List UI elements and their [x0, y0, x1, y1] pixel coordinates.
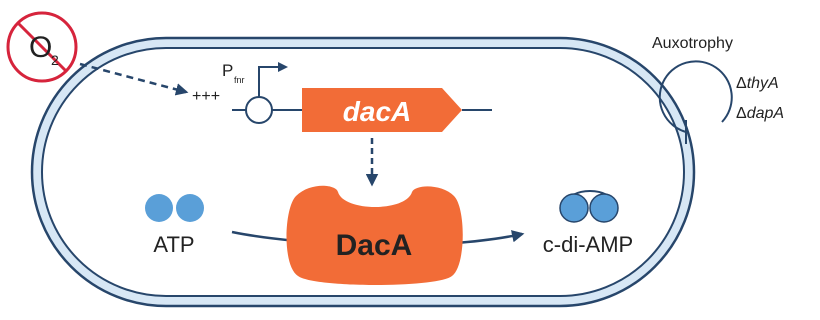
auxotrophy-gene-thyA: ΔthyA	[736, 75, 779, 92]
operator-circle	[245, 96, 273, 124]
delta-symbol: Δ	[736, 105, 747, 122]
c-di-amp-molecule-right	[589, 193, 619, 223]
enzyme-dacA: DacA	[286, 185, 463, 285]
auxotrophy-gene-dapA: ΔdapA	[736, 105, 784, 122]
promoter-arrow	[258, 62, 288, 97]
dapA-gene: dapA	[747, 105, 784, 122]
oxygen-subscript: 2	[51, 52, 59, 68]
c-di-amp-molecule-left	[559, 193, 589, 223]
auxotrophy-annotation: Auxotrophy ΔthyA ΔdapA	[652, 35, 784, 144]
oxygen-symbol: O	[29, 31, 52, 64]
enzyme-label: DacA	[336, 229, 413, 262]
gene-arrow-shape	[302, 88, 462, 132]
product-c-di-amp: c-di-AMP	[543, 190, 633, 257]
oxygen-to-promoter-arrow	[79, 62, 189, 96]
atp-label: ATP	[153, 232, 194, 257]
auxotrophy-loop	[658, 60, 733, 133]
thyA-gene: thyA	[747, 75, 779, 92]
no-oxygen-slash	[16, 21, 68, 73]
promoter-subscript: fnr	[234, 75, 245, 85]
promoter-label: P	[222, 61, 233, 80]
c-di-amp-label: c-di-AMP	[543, 232, 633, 257]
promoter-activation-text: +++	[192, 88, 220, 105]
no-oxygen-sign: O 2	[6, 11, 78, 83]
atp-molecule-left	[145, 194, 173, 222]
auxotrophy-title: Auxotrophy	[652, 35, 733, 52]
gene-dacA: dacA	[302, 88, 462, 132]
atp-molecule-right	[176, 194, 204, 222]
enzyme-shape	[286, 185, 463, 285]
gene-label: dacA	[343, 96, 411, 127]
substrate-atp: ATP	[145, 194, 204, 257]
delta-symbol: Δ	[736, 75, 747, 92]
